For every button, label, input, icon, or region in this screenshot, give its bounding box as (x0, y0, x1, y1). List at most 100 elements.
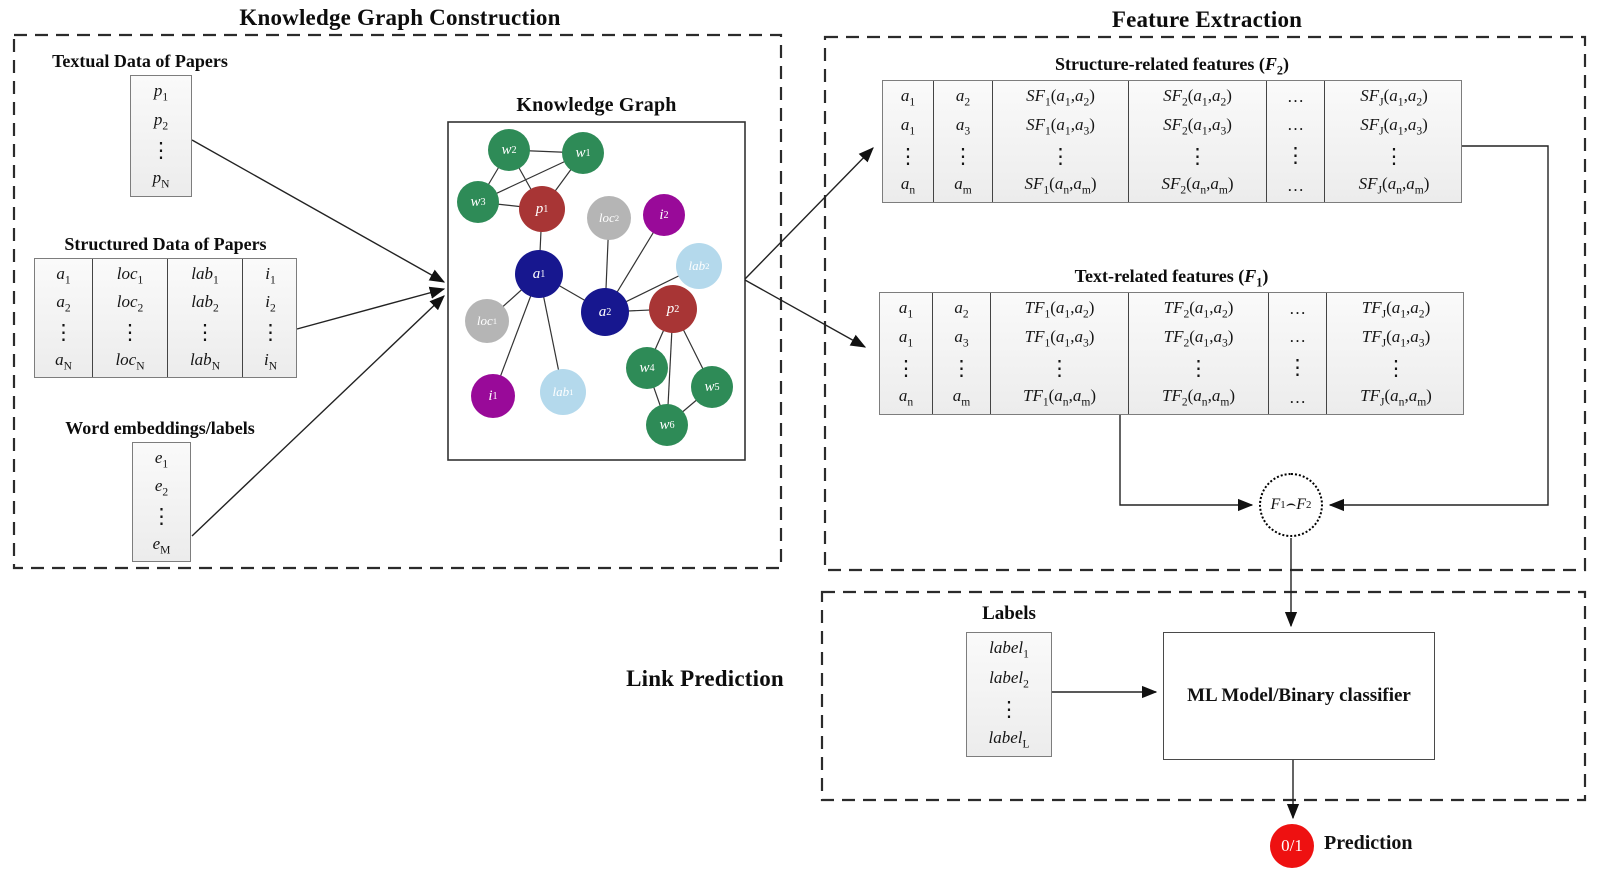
link-prediction-section-box (820, 590, 1587, 802)
table-cell: a3 (955, 114, 971, 138)
table-cell: ⋮ (1285, 143, 1306, 168)
arrow-text-features-to-merge (1119, 415, 1254, 512)
arrow-kg-to-structure-features (744, 147, 874, 280)
knowledge-graph-title: Knowledge Graph (516, 94, 677, 116)
table-column: … … ⋮ … (1269, 293, 1327, 414)
table-cell: TF2(an,am) (1162, 386, 1235, 409)
table-cell: eM (152, 533, 171, 556)
table-cell: am (954, 174, 972, 197)
table-cell: SFJ(a1,a3) (1360, 114, 1428, 138)
table-cell: ⋮ (897, 143, 919, 168)
table-cell: iN (263, 349, 278, 372)
table-cell: … (1287, 176, 1304, 196)
arrow-textual-to-kg (191, 139, 446, 283)
textual-data-title: Textual Data of Papers (52, 51, 228, 71)
table-cell: a1 (898, 298, 914, 321)
table-cell: lab1 (191, 263, 219, 287)
table-cell: a1 (900, 86, 916, 109)
table-cell: i1 (265, 263, 276, 287)
table-cell: label2 (989, 667, 1029, 691)
link-prediction-title: Link Prediction (626, 666, 784, 691)
ml-model-box: ML Model/Binary classifier (1163, 632, 1435, 760)
prediction-label: Prediction (1324, 832, 1413, 854)
arrow-structure-features-to-merge (1328, 145, 1549, 512)
table-cell: p2 (153, 109, 169, 132)
table-column: TF1(a1,a2)TF1(a1,a3)⋮TF1(an,am) (991, 293, 1129, 414)
arrow-embeddings-to-kg (191, 295, 445, 537)
prediction-circle: 0/1 (1270, 824, 1314, 868)
table-cell: ⋮ (952, 143, 974, 168)
arrow-structured-to-kg (296, 286, 446, 330)
feature-extraction-section-box (823, 35, 1587, 572)
table-cell: labelL (988, 727, 1030, 751)
table-cell: TF1(an,am) (1023, 386, 1096, 409)
table-cell: TFJ(a1,a3) (1361, 326, 1431, 350)
table-cell: TFJ(an,am) (1360, 386, 1432, 409)
table-cell: ⋮ (1188, 355, 1209, 380)
table-cell: ⋮ (1383, 143, 1405, 168)
table-column: ……⋮… (1267, 81, 1325, 202)
table-column: SFJ(a1,a2) SFJ(a1,a3) ⋮ SFJ(an,am) (1325, 81, 1463, 202)
table-cell: labN (189, 349, 221, 372)
table-cell: SFJ(an,am) (1358, 174, 1430, 197)
table-cell: e2 (154, 475, 169, 499)
table-cell: a1 (56, 263, 71, 287)
table-cell: ⋮ (1050, 143, 1071, 168)
table-column: TFJ(a1,a2) TFJ(a1,a3) ⋮ TFJ(an,am) (1327, 293, 1465, 414)
table-cell: p1 (153, 80, 169, 104)
table-cell: SFJ(a1,a2) (1360, 86, 1428, 109)
table-cell: … (1289, 388, 1306, 408)
structured-data-title: Structured Data of Papers (64, 234, 267, 254)
table-cell: SF1(a1,a2) (1026, 86, 1095, 109)
table-cell: label1 (989, 638, 1029, 661)
table-cell: ⋮ (150, 138, 172, 163)
table-cell: aN (55, 349, 72, 372)
table-column: SF2(a1,a2)SF2(a1,a3)⋮SF2(an,am) (1129, 81, 1267, 202)
table-cell: ⋮ (951, 355, 972, 380)
table-cell: ⋮ (260, 319, 281, 344)
table-cell: SF2(an,am) (1161, 174, 1234, 197)
table-cell: i2 (265, 291, 276, 315)
table-cell: … (1289, 327, 1306, 347)
table-cell: an (898, 386, 914, 409)
table-cell: ⋮ (1385, 355, 1407, 380)
table-cell: TF2(a1,a3) (1163, 326, 1234, 350)
table-cell: … (1289, 299, 1306, 319)
table-cell: ⋮ (1187, 143, 1208, 168)
table-cell: ⋮ (1287, 355, 1308, 380)
table-cell: ⋮ (53, 319, 74, 344)
arrow-kg-to-text-features (744, 279, 867, 348)
table-cell: TFJ(a1,a2) (1361, 298, 1431, 321)
table-column: TF2(a1,a2)TF2(a1,a3)⋮TF2(an,am) (1129, 293, 1269, 414)
feature-extraction-title: Feature Extraction (1111, 7, 1303, 32)
table-cell: loc2 (116, 291, 144, 315)
table-column: i1 i2 ⋮ iN (243, 259, 298, 377)
